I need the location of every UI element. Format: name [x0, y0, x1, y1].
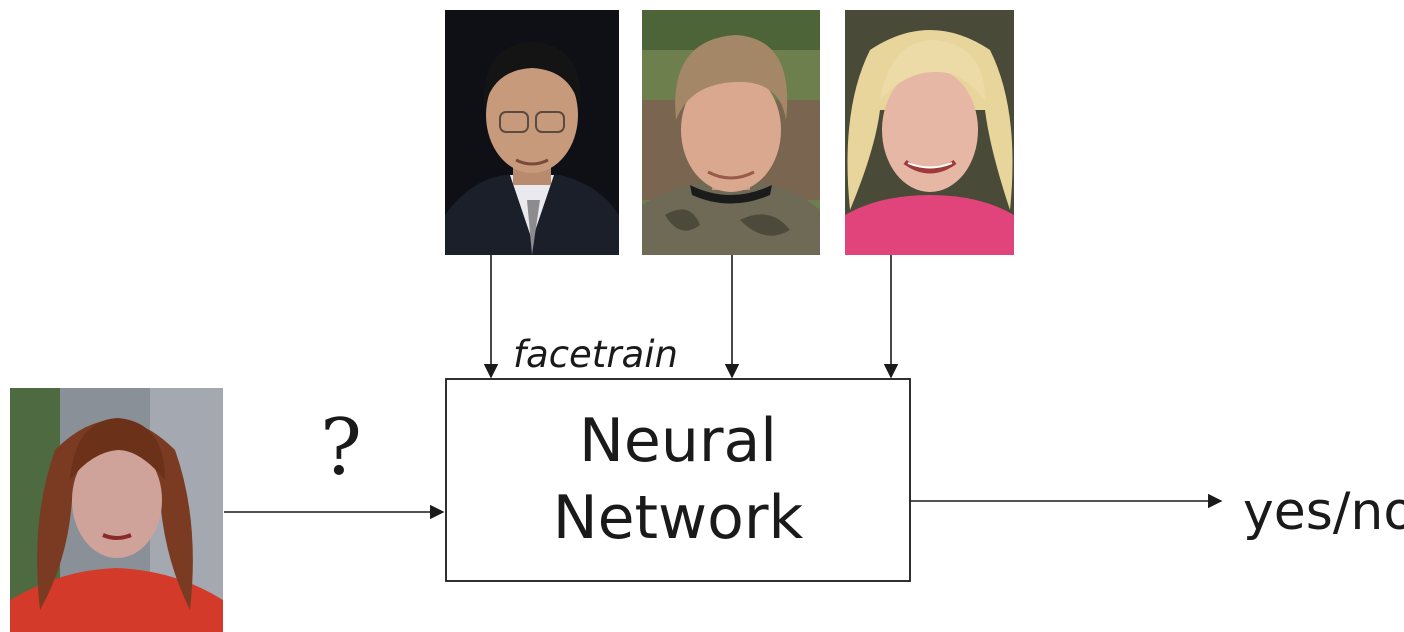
training-photo-boy: [642, 10, 820, 255]
network-label-line2: Network: [553, 483, 804, 553]
training-photo-man: [445, 10, 619, 255]
query-photo-woman: [10, 388, 223, 632]
neural-network-box: [445, 378, 911, 582]
training-photo-woman-blonde: [845, 10, 1014, 255]
network-label-line1: Neural: [579, 406, 777, 476]
facetrain-label: facetrain: [513, 333, 678, 376]
output-label: yes/no: [1243, 482, 1404, 542]
query-mark: ?: [320, 403, 362, 493]
